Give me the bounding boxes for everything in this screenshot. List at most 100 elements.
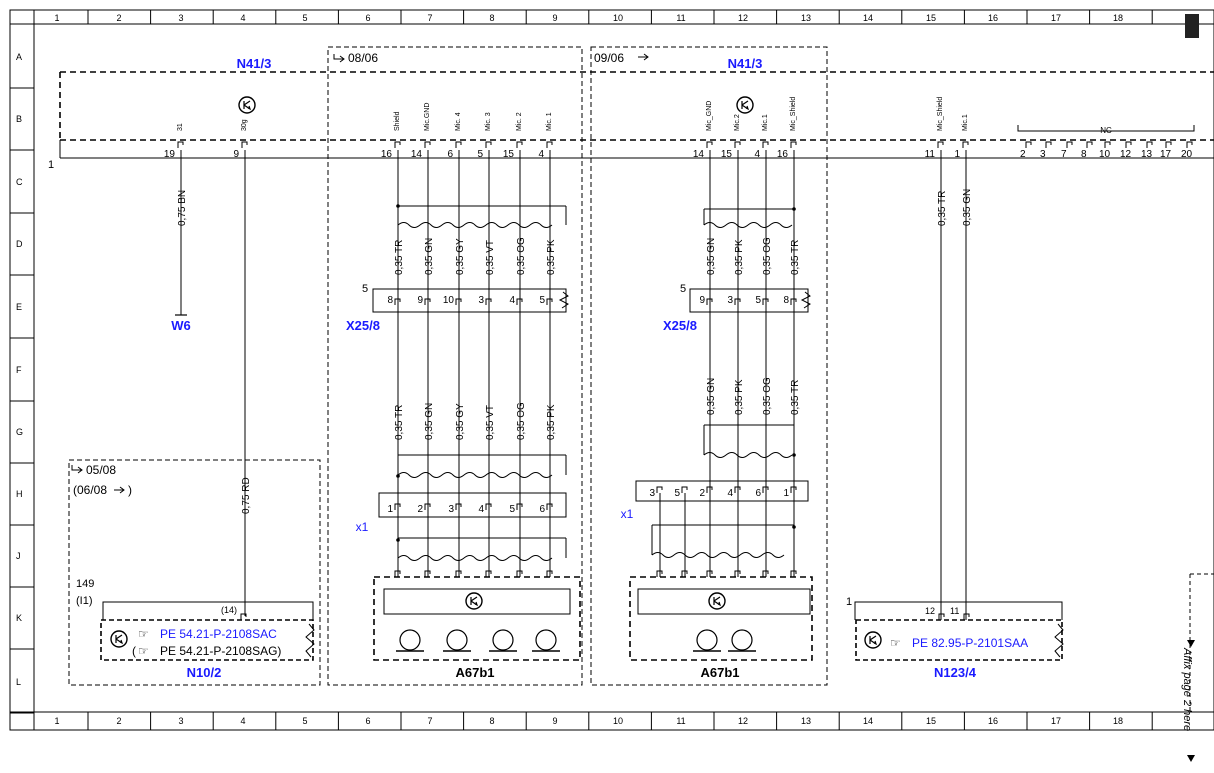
connector-label-x1-left: x1 bbox=[356, 520, 369, 534]
row-label: E bbox=[16, 302, 22, 312]
column-label: 10 bbox=[613, 716, 623, 726]
pin-name-label: 31 bbox=[177, 123, 184, 131]
wire-label: 0,35 OG bbox=[516, 237, 527, 275]
component-label-n41-left: N41/3 bbox=[237, 56, 272, 71]
ground-symbol-icon bbox=[736, 96, 754, 114]
date-label-0806: 08/06 bbox=[333, 51, 378, 65]
svg-text:0,35 TR: 0,35 TR bbox=[937, 191, 948, 226]
x25-pin-number: 8 bbox=[387, 295, 393, 306]
column-label: 5 bbox=[302, 13, 307, 23]
wire-label: 0,35 GN bbox=[424, 238, 435, 275]
wire-label: 0,35 VT bbox=[485, 405, 496, 440]
n123-4-block: 1 0,35 TR 0,35 GN 12 11 ☞ PE 82.95-P-210… bbox=[846, 150, 1064, 661]
bus-reference-label: 1 bbox=[48, 159, 54, 171]
svg-text:(06/08: (06/08 bbox=[73, 483, 107, 497]
pin-number-label: 9 bbox=[233, 149, 239, 160]
wire-rd-to-n10: 0,75 RD bbox=[241, 150, 252, 616]
wire-label: 0,35 OG bbox=[762, 237, 773, 275]
wire-label: 0,35 VT bbox=[485, 240, 496, 275]
wire-label: 0,35 GY bbox=[455, 238, 466, 275]
column-label: 10 bbox=[613, 13, 623, 23]
nc-pin-number: 20 bbox=[1181, 149, 1193, 160]
wire-label: 0,35 GN bbox=[706, 378, 717, 415]
svg-text:5: 5 bbox=[680, 283, 686, 295]
pin-name-label: Mic.1 bbox=[762, 114, 769, 131]
x25-pin-number: 5 bbox=[539, 295, 545, 306]
x1-pin-number: 4 bbox=[727, 488, 733, 499]
pin-number-label: 15 bbox=[721, 149, 733, 160]
connector-x25-left: 5 bbox=[362, 283, 569, 313]
wire-label: 0,35 TR bbox=[790, 380, 801, 415]
x1-pin-number: 4 bbox=[478, 504, 484, 515]
svg-text:PE 54.21-P-2108SAG): PE 54.21-P-2108SAG) bbox=[160, 644, 281, 658]
pin-name-label: Shield bbox=[394, 111, 401, 131]
column-label: 8 bbox=[489, 716, 494, 726]
column-label: 17 bbox=[1051, 716, 1061, 726]
connector-x25-right: 5 bbox=[680, 283, 811, 313]
svg-text:149: 149 bbox=[76, 578, 94, 590]
component-label-a67-right: A67b1 bbox=[700, 665, 739, 680]
ground-symbol-icon bbox=[238, 96, 256, 114]
svg-text:0,75 BN: 0,75 BN bbox=[177, 190, 188, 226]
component-label-n41-right: N41/3 bbox=[728, 56, 763, 71]
pin-name-label: Mic.GND bbox=[424, 103, 431, 131]
svg-text:(: ( bbox=[132, 644, 136, 658]
wire-label: 0,35 PK bbox=[546, 404, 557, 440]
component-label-w6: W6 bbox=[171, 318, 191, 333]
pin-name-label: Mic. 3 bbox=[485, 112, 492, 131]
wire-label: 0,35 TR bbox=[394, 405, 405, 440]
wire-label: 0,35 OG bbox=[516, 402, 527, 440]
row-label: F bbox=[16, 365, 22, 375]
column-label: 2 bbox=[116, 716, 121, 726]
column-label: 6 bbox=[365, 716, 370, 726]
date-label-0906: 09/06 bbox=[594, 51, 649, 65]
pin-number-label: 14 bbox=[693, 149, 705, 160]
pin-name-label: Mic_Shield bbox=[790, 97, 797, 131]
wire-label: 0,35 TR bbox=[790, 240, 801, 275]
pin-number-label: 4 bbox=[754, 149, 760, 160]
column-label: 14 bbox=[863, 716, 873, 726]
pin-number-label: 16 bbox=[777, 149, 789, 160]
pin-number-label: 11 bbox=[925, 149, 936, 160]
x25-pin-number: 5 bbox=[755, 295, 761, 306]
column-label: 12 bbox=[738, 13, 748, 23]
variant-box-0906 bbox=[590, 46, 828, 686]
svg-text:PE 54.21-P-2108SAC: PE 54.21-P-2108SAC bbox=[160, 627, 277, 641]
column-label: 7 bbox=[427, 13, 432, 23]
x25-pin-number: 8 bbox=[783, 295, 789, 306]
column-label: 13 bbox=[801, 13, 811, 23]
x1-pin-number: 2 bbox=[417, 504, 423, 515]
row-label: D bbox=[16, 239, 23, 249]
svg-text:05/08: 05/08 bbox=[86, 463, 116, 477]
row-label: C bbox=[16, 177, 23, 187]
x1-pin-number: 6 bbox=[539, 504, 545, 515]
component-label-x25-left: X25/8 bbox=[346, 318, 380, 333]
wire-label: 0,35 PK bbox=[734, 379, 745, 415]
column-label: 2 bbox=[116, 13, 121, 23]
variant-box-0508 bbox=[68, 459, 321, 686]
x1-pin-number: 6 bbox=[755, 488, 761, 499]
svg-text:08/06: 08/06 bbox=[348, 51, 378, 65]
svg-text:0,75 RD: 0,75 RD bbox=[241, 477, 252, 514]
svg-text:Affix page 2 here: Affix page 2 here bbox=[1181, 647, 1193, 731]
pin-number-label: 16 bbox=[381, 149, 393, 160]
pin-number-label: 5 bbox=[477, 149, 483, 160]
pin-number-label: 1 bbox=[954, 149, 960, 160]
pin-name-label: Mic. 2 bbox=[516, 112, 523, 131]
row-label: G bbox=[16, 427, 23, 437]
x1-pin-number: 3 bbox=[649, 488, 655, 499]
pin-name-label: Mic. 1 bbox=[546, 112, 553, 131]
svg-text:12: 12 bbox=[925, 606, 935, 616]
column-label: 16 bbox=[988, 716, 998, 726]
column-label: 3 bbox=[178, 716, 183, 726]
n10-2-block: 149 (I1) (14) ☞ PE 54.21-P-2108SAC ( ☞ P… bbox=[76, 578, 315, 661]
pointer-hand-icon: ☞ bbox=[138, 627, 149, 641]
svg-text:(I1): (I1) bbox=[76, 595, 93, 607]
pointer-hand-icon: ☞ bbox=[138, 644, 149, 658]
row-label: L bbox=[16, 677, 21, 687]
x25-pin-number: 9 bbox=[417, 295, 423, 306]
